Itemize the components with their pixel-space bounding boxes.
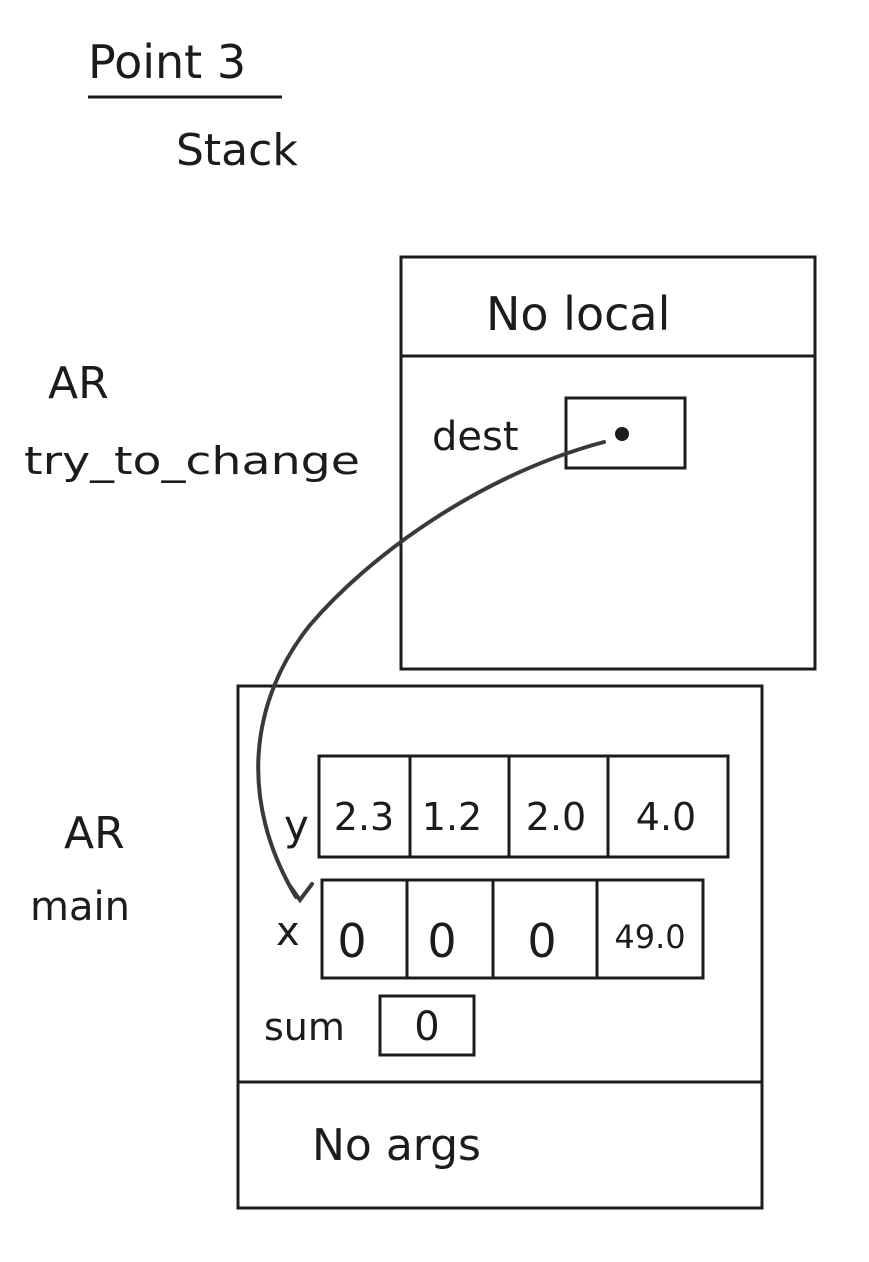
array-x-value: 0 <box>337 914 366 968</box>
pointer-dot <box>615 427 629 441</box>
locals-text: No local <box>486 287 670 341</box>
page-subtitle: Stack <box>176 125 298 176</box>
array-x-value: 49.0 <box>614 918 685 956</box>
array-y-value: 1.2 <box>422 795 482 839</box>
var-cell-sum <box>378 994 476 1057</box>
activation-record-try-to-change: No local dest <box>399 255 817 671</box>
pointer-arrowhead <box>288 882 314 904</box>
array-x-cell <box>595 878 705 980</box>
var-name-sum: sum <box>264 1005 345 1049</box>
frame-label-try-to-change-ar: AR <box>48 358 109 409</box>
array-x-value: 0 <box>527 914 556 968</box>
pointer-arrow <box>256 440 606 899</box>
param-cell-dest <box>564 396 687 470</box>
frame-label-main-ar: AR <box>64 808 125 859</box>
array-y-cell <box>606 754 730 859</box>
frame-box-main <box>236 684 764 1210</box>
frame-box-try-to-change <box>399 255 817 671</box>
array-y-value: 2.3 <box>334 795 394 839</box>
array-y: 2.3 1.2 2.0 4.0 <box>317 754 730 859</box>
array-y-value: 4.0 <box>636 795 696 839</box>
frame-label-try-to-change-name: try_to_change <box>24 439 360 483</box>
param-name-dest: dest <box>432 414 519 460</box>
array-name-y: y <box>284 801 309 850</box>
args-text: No args <box>312 1120 481 1171</box>
page-title: Point 3 <box>88 35 246 89</box>
array-x-value: 0 <box>427 914 456 968</box>
array-y-value: 2.0 <box>526 795 586 839</box>
array-x: 0 0 0 49.0 <box>320 878 705 980</box>
var-value-sum: 0 <box>414 1004 439 1050</box>
array-name-x: x <box>276 909 300 955</box>
frame-label-main-name: main <box>30 884 130 930</box>
activation-record-main: y 2.3 1.2 2.0 4.0 x 0 0 0 49.0 sum 0 <box>236 684 764 1210</box>
